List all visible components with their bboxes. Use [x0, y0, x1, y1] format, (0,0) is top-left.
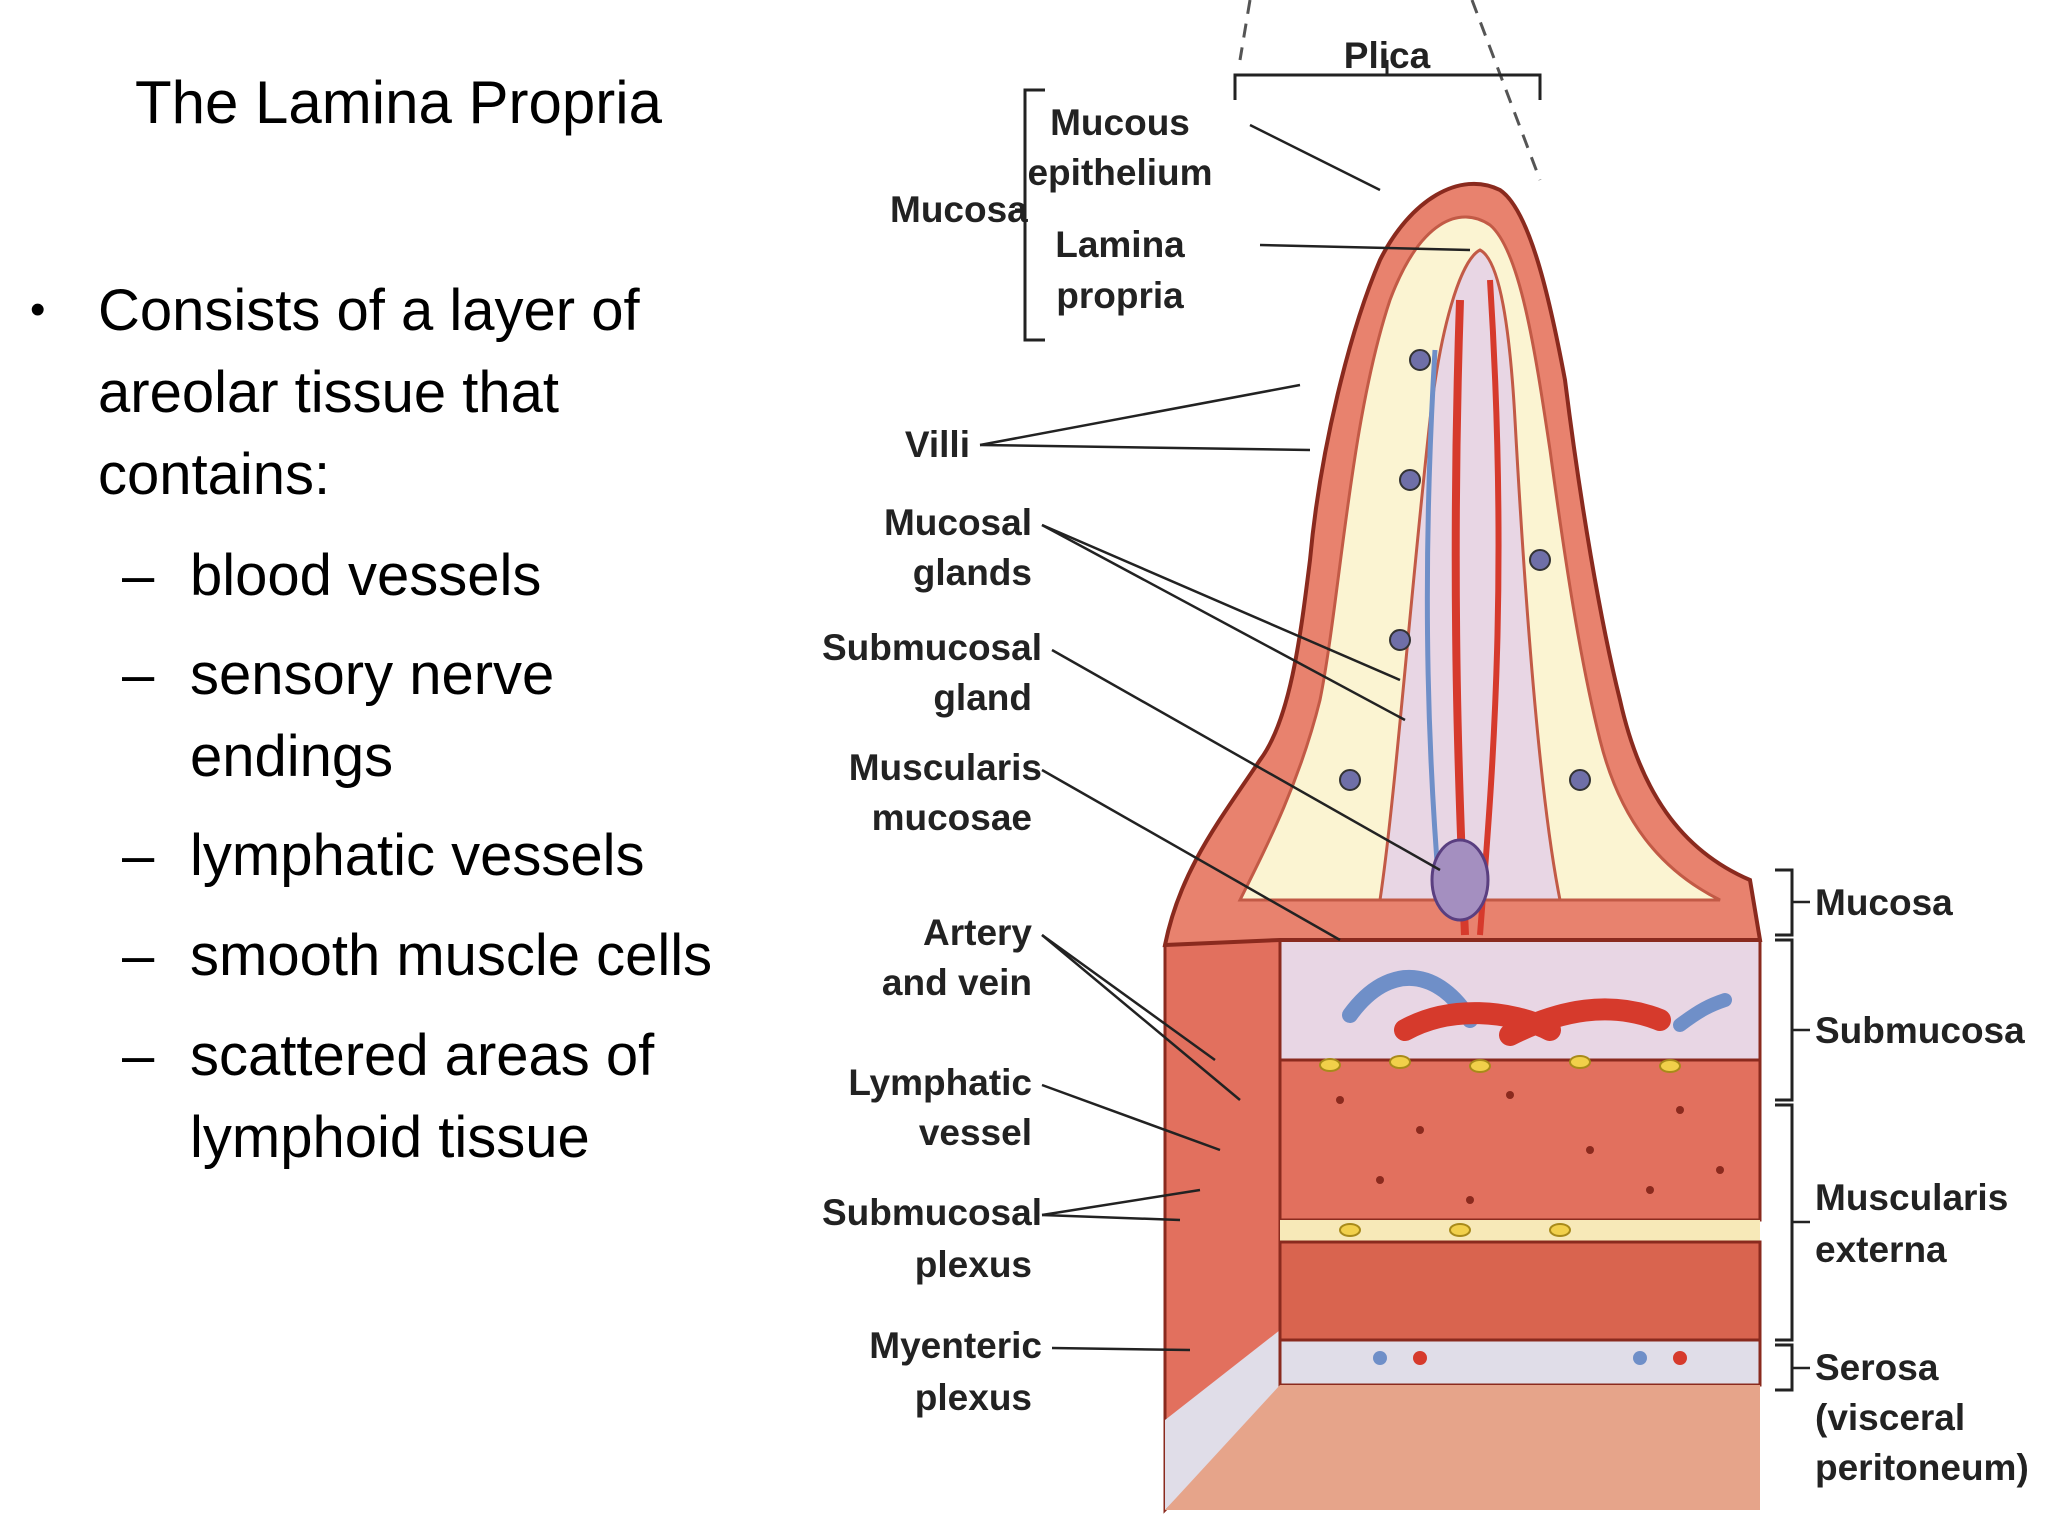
label-submucosal-plexus-1: Submucosal: [822, 1192, 1042, 1233]
dash-4: –: [122, 923, 155, 988]
label-mucosa-right: Mucosa: [1815, 882, 1953, 923]
label-myenteric-plexus-2: plexus: [915, 1377, 1032, 1418]
sub-item-sensory-nerve-endings: sensory nerve endings: [190, 642, 555, 789]
sub-item-lymphatic-vessels: lymphatic vessels: [190, 823, 645, 888]
label-submucosa: Submucosa: [1815, 1010, 2025, 1051]
leader-lines: [979, 123, 1810, 1370]
label-submucosal-gland-2: gland: [933, 677, 1032, 718]
label-mucous-epithelium-2: epithelium: [1027, 152, 1212, 193]
label-serosa-3: peritoneum): [1815, 1447, 2029, 1488]
label-mucous-epithelium-1: Mucous: [1050, 102, 1190, 143]
label-mucosa-left: Mucosa: [890, 189, 1028, 230]
label-muscularis-mucosae-1: Muscularis: [849, 747, 1042, 788]
plica-fold: [1162, 181, 1763, 948]
label-plica: Plica: [1344, 35, 1431, 76]
sub-item-blood-vessels: blood vessels: [190, 543, 542, 608]
intestinal-wall-diagram: Mucosa Mucous epithelium Lamina propria …: [822, 0, 2029, 1514]
dash-1: –: [122, 543, 155, 608]
brackets: [1015, 60, 1794, 1392]
label-lamina-propria-1: Lamina: [1055, 224, 1185, 265]
dash-3: –: [122, 823, 155, 888]
sub-item-smooth-muscle: smooth muscle cells: [190, 923, 713, 988]
label-villi: Villi: [905, 424, 970, 465]
label-mucosal-glands-2: glands: [913, 552, 1032, 593]
bullet-main: Consists of a layer of areolar tissue th…: [98, 278, 640, 507]
label-artery-vein-1: Artery: [923, 912, 1032, 953]
label-submucosal-gland-1: Submucosal: [822, 627, 1042, 668]
sub-item-lymphoid-tissue: scattered areas of lymphoid tissue: [190, 1023, 655, 1170]
label-muscularis-mucosae-2: mucosae: [872, 797, 1032, 838]
label-serosa-2: (visceral: [1815, 1397, 1965, 1438]
label-muscularis-externa-1: Muscularis: [1815, 1177, 2008, 1218]
label-mucosal-glands-1: Mucosal: [884, 502, 1032, 543]
label-lymphatic-vessel-2: vessel: [919, 1112, 1032, 1153]
label-submucosal-plexus-2: plexus: [915, 1244, 1032, 1285]
label-lymphatic-vessel-1: Lymphatic: [848, 1062, 1032, 1103]
dash-5: –: [122, 1023, 155, 1088]
label-serosa-1: Serosa: [1815, 1347, 1939, 1388]
slide-title: The Lamina Propria: [135, 69, 662, 136]
label-muscularis-externa-2: externa: [1815, 1229, 1947, 1270]
label-myenteric-plexus-1: Myenteric: [869, 1325, 1042, 1366]
label-artery-vein-2: and vein: [882, 962, 1032, 1003]
label-lamina-propria-2: propria: [1056, 275, 1184, 316]
wall-block: [1163, 938, 1762, 1514]
bullet-dot: •: [30, 285, 46, 334]
dash-2: –: [122, 642, 155, 707]
